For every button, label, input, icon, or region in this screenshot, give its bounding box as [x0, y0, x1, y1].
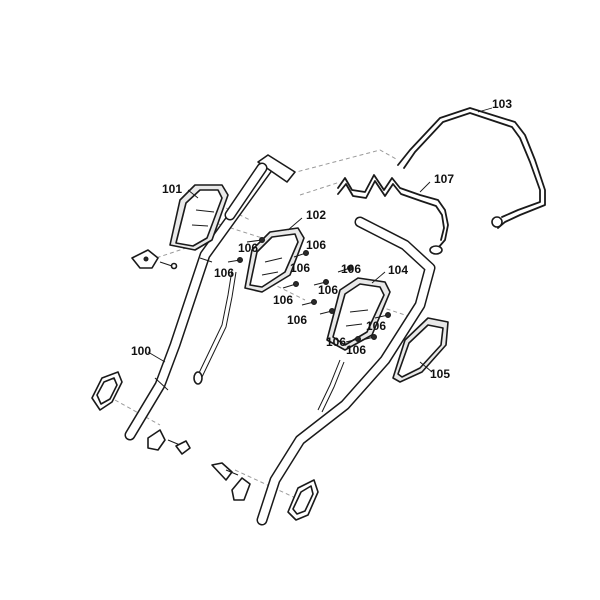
screws-106	[227, 237, 391, 343]
small-bracket-left	[131, 249, 178, 270]
bail-bar	[397, 107, 546, 229]
control-housing-101	[169, 184, 229, 251]
callout-104: 104	[388, 263, 408, 277]
leader-lines	[147, 107, 493, 373]
callout-105: 105	[430, 367, 450, 381]
control-housing-104	[326, 277, 391, 351]
lower-handle-right	[256, 216, 436, 526]
callout-106: 106	[346, 343, 366, 357]
callout-106: 106	[318, 283, 338, 297]
callout-101: 101	[162, 182, 182, 196]
callout-106: 106	[273, 293, 293, 307]
callout-106: 106	[214, 266, 234, 280]
callout-106: 106	[238, 241, 258, 255]
callout-100: 100	[131, 344, 151, 358]
control-housing-102	[244, 227, 305, 293]
callout-106: 106	[341, 262, 361, 276]
clamp-lower-right	[211, 462, 319, 521]
callout-106: 106	[287, 313, 307, 327]
cover-plate-105	[392, 317, 449, 383]
callout-106: 106	[306, 238, 326, 252]
callout-106: 106	[290, 261, 310, 275]
callout-107: 107	[434, 172, 454, 186]
callout-103: 103	[492, 97, 512, 111]
handle-grip-top	[224, 154, 296, 221]
cable-left	[193, 269, 237, 385]
callout-106: 106	[366, 319, 386, 333]
callout-labels: 100 101 102 103 104 105 107 106 106 106 …	[131, 97, 512, 381]
zigzag-wire	[337, 174, 449, 255]
callout-102: 102	[306, 208, 326, 222]
clamp-lower-left	[91, 371, 191, 455]
cable-right	[317, 359, 345, 413]
callout-106: 106	[326, 335, 346, 349]
lower-handle-left	[124, 159, 276, 441]
